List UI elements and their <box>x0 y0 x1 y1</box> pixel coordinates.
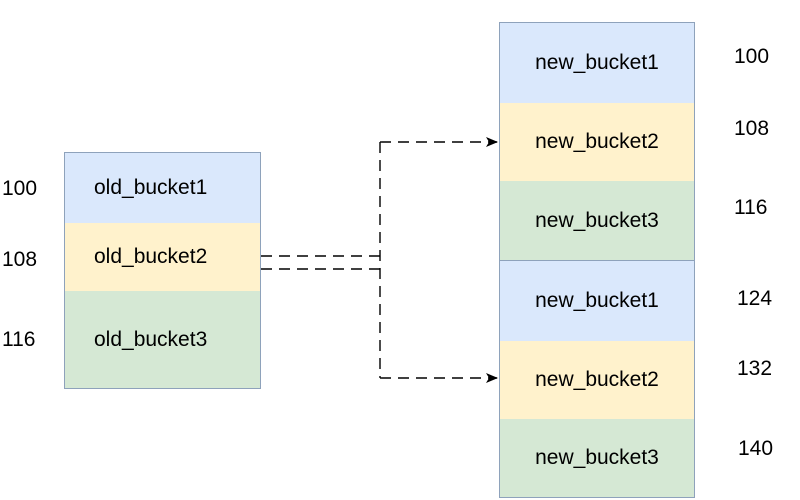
new-bucket-3-a: new_bucket3 <box>500 181 694 260</box>
old-bucket-3-label: old_bucket3 <box>94 327 208 351</box>
new-address-1: 100 <box>734 45 770 68</box>
new-bucket-1-a: new_bucket1 <box>500 23 694 103</box>
old-bucket-1: old_bucket1 <box>65 153 260 223</box>
old-address-2: 108 <box>2 248 38 271</box>
new-bucket-1-b: new_bucket1 <box>500 260 694 341</box>
old-bucket-array: old_bucket1 old_bucket2 old_bucket3 <box>64 152 261 389</box>
old-bucket-1-label: old_bucket1 <box>94 176 208 199</box>
new-bucket-3-b-label: new_bucket3 <box>535 446 659 469</box>
new-bucket-2-b: new_bucket2 <box>500 341 694 419</box>
new-address-4: 124 <box>737 287 773 310</box>
new-address-5: 132 <box>737 357 773 380</box>
new-bucket-array: new_bucket1 new_bucket2 new_bucket3 new_… <box>499 22 695 498</box>
old-address-3: 116 <box>2 328 36 351</box>
new-bucket-2-a: new_bucket2 <box>500 103 694 181</box>
new-bucket-2-a-label: new_bucket2 <box>535 130 659 153</box>
new-bucket-3-a-label: new_bucket3 <box>535 208 659 232</box>
old-bucket-3: old_bucket3 <box>65 291 260 388</box>
new-address-3: 116 <box>734 196 768 219</box>
old-bucket-2-label: old_bucket2 <box>94 245 208 268</box>
new-bucket-1-b-label: new_bucket1 <box>535 289 659 312</box>
new-bucket-2-b-label: new_bucket2 <box>535 368 659 391</box>
old-bucket-2: old_bucket2 <box>65 223 260 291</box>
old-address-1: 100 <box>2 177 38 200</box>
new-address-2: 108 <box>734 117 770 140</box>
new-address-6: 140 <box>738 437 774 460</box>
new-bucket-1-a-label: new_bucket1 <box>535 51 659 74</box>
new-bucket-3-b: new_bucket3 <box>500 419 694 497</box>
